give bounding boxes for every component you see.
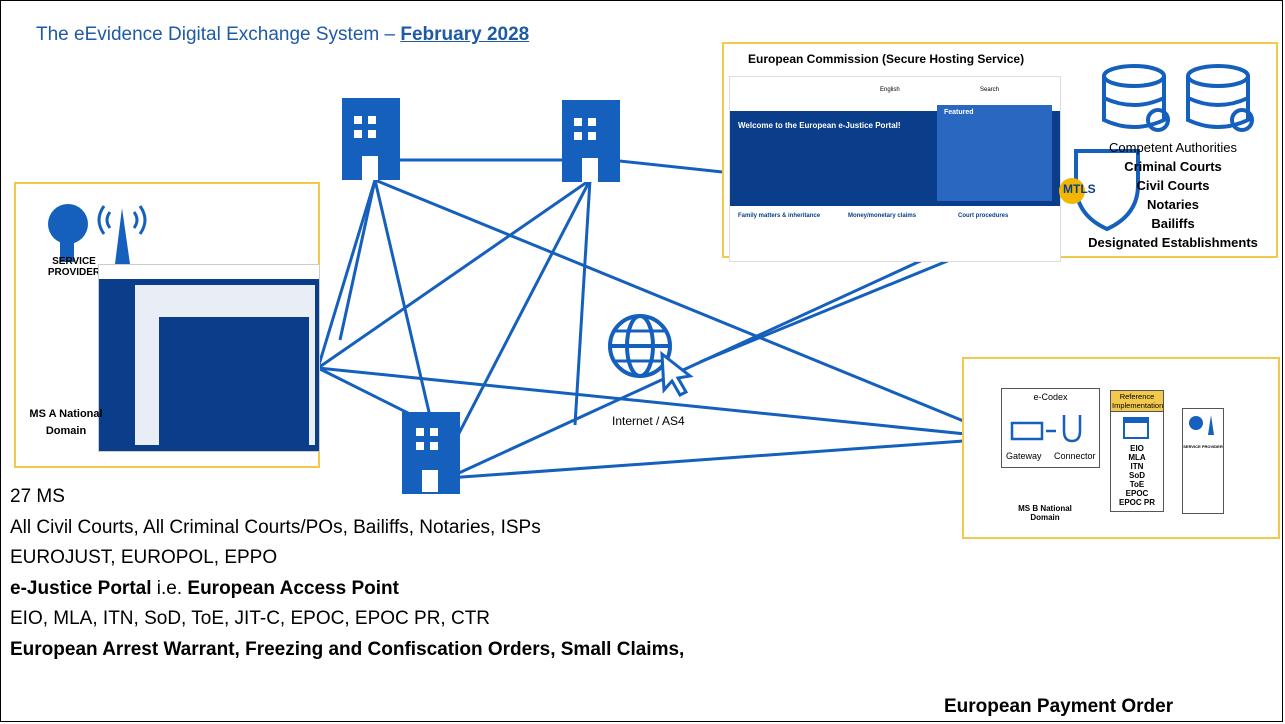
text-line: All Civil Courts, All Criminal Courts/PO… xyxy=(10,516,541,538)
link xyxy=(316,179,377,369)
text-line: EIO, MLA, ITN, SoD, ToE, JIT-C, EPOC, EP… xyxy=(10,608,491,629)
text-line: European Payment Order xyxy=(944,696,1174,717)
link xyxy=(338,179,377,341)
text-line: e-Justice Portal i.e. European Access Po… xyxy=(10,577,399,599)
gateway-connector-icon xyxy=(1010,415,1082,443)
mtls-label: MTLS xyxy=(1063,182,1096,196)
competent-authorities-heading: Competent Authorities xyxy=(1109,140,1237,155)
ms-b-domain-label: MS B National Domain xyxy=(1018,504,1072,522)
link xyxy=(573,179,592,426)
browser-shield-icon xyxy=(1123,417,1149,439)
summary-lines: 27 MS All Civil Courts, All Criminal Cou… xyxy=(10,482,684,665)
text-line: 27 MS xyxy=(10,486,65,507)
instrument-item: EIO xyxy=(1130,444,1144,453)
satellite-tower-icon xyxy=(1189,415,1214,435)
ec-title: European Commission (Secure Hosting Serv… xyxy=(748,52,1025,66)
service-provider-label: SERVICE PROVIDER xyxy=(1183,444,1223,449)
link xyxy=(317,178,591,370)
portal-section: Family matters & inheritance xyxy=(738,213,821,219)
portal-section: Money/monetary claims xyxy=(848,213,917,219)
instrument-item: SoD xyxy=(1129,471,1145,480)
globe-cursor-icon xyxy=(608,314,694,397)
gateway-label: Gateway xyxy=(1006,451,1042,461)
link xyxy=(373,179,434,426)
service-provider-label: SERVICE PROVIDER xyxy=(47,256,101,278)
authority-item: Bailiffs xyxy=(1151,216,1195,231)
authority-item: Civil Courts xyxy=(1136,178,1210,193)
building-icon xyxy=(562,100,620,182)
connector-label: Connector xyxy=(1054,451,1096,461)
building-icon xyxy=(402,412,460,494)
portal-welcome: Welcome to the European e-Justice Portal… xyxy=(738,121,901,130)
authority-item: Notaries xyxy=(1146,197,1200,212)
portal-search-button: Search xyxy=(980,87,1000,93)
database-gear-icon xyxy=(1102,64,1254,132)
portal-section: Court procedures xyxy=(958,213,1009,219)
portal-language: English xyxy=(880,87,900,93)
reference-heading: Reference Implementation xyxy=(1111,391,1164,412)
title-text: The eEvidence Digital Exchange System – xyxy=(36,24,396,45)
ms-a-panel: SERVICE PROVIDER MS A National Domain xyxy=(14,182,320,468)
slide-title: The eEvidence Digital Exchange System – … xyxy=(36,24,529,46)
instrument-item: EPOC PR xyxy=(1118,498,1155,507)
authority-item: Criminal Courts xyxy=(1124,159,1222,174)
ms-a-app-screenshot xyxy=(98,264,320,452)
instrument-item: ITN xyxy=(1130,462,1144,471)
instrument-item: ToE xyxy=(1129,480,1145,489)
ecodex-title: e-Codex xyxy=(1033,392,1068,402)
ecodex-box: e-Codex Gateway Connector xyxy=(1001,388,1100,468)
ms-a-domain-label: MS A National Domain xyxy=(29,408,103,437)
title-date: February 2028 xyxy=(400,24,530,45)
mtls-shield-icon xyxy=(1059,149,1140,232)
link xyxy=(447,436,1006,480)
reference-implementation-box: Reference Implementation EIO MLA ITN SoD… xyxy=(1110,390,1164,512)
link xyxy=(447,250,941,480)
text-line: EUROJUST, EUROPOL, EPPO xyxy=(10,547,278,568)
text-line: European Arrest Warrant, Freezing and Co… xyxy=(10,638,685,660)
competent-authorities: Competent Authorities Criminal Courts Ci… xyxy=(1068,138,1278,252)
link xyxy=(374,178,1006,440)
link xyxy=(438,179,592,471)
network-label: Internet / AS4 xyxy=(612,414,685,428)
e-justice-portal-screenshot: English Search Welcome to the European e… xyxy=(729,76,1061,262)
instrument-item: MLA xyxy=(1128,453,1146,462)
building-icon xyxy=(342,98,400,180)
portal-featured: Featured xyxy=(944,109,974,116)
ms-b-service-provider-box: SERVICE PROVIDER xyxy=(1182,408,1224,514)
authority-item: Designated Establishments xyxy=(1088,235,1258,250)
satellite-tower-icon xyxy=(48,204,147,264)
link xyxy=(317,366,1006,440)
instrument-item: EPOC xyxy=(1125,489,1149,498)
